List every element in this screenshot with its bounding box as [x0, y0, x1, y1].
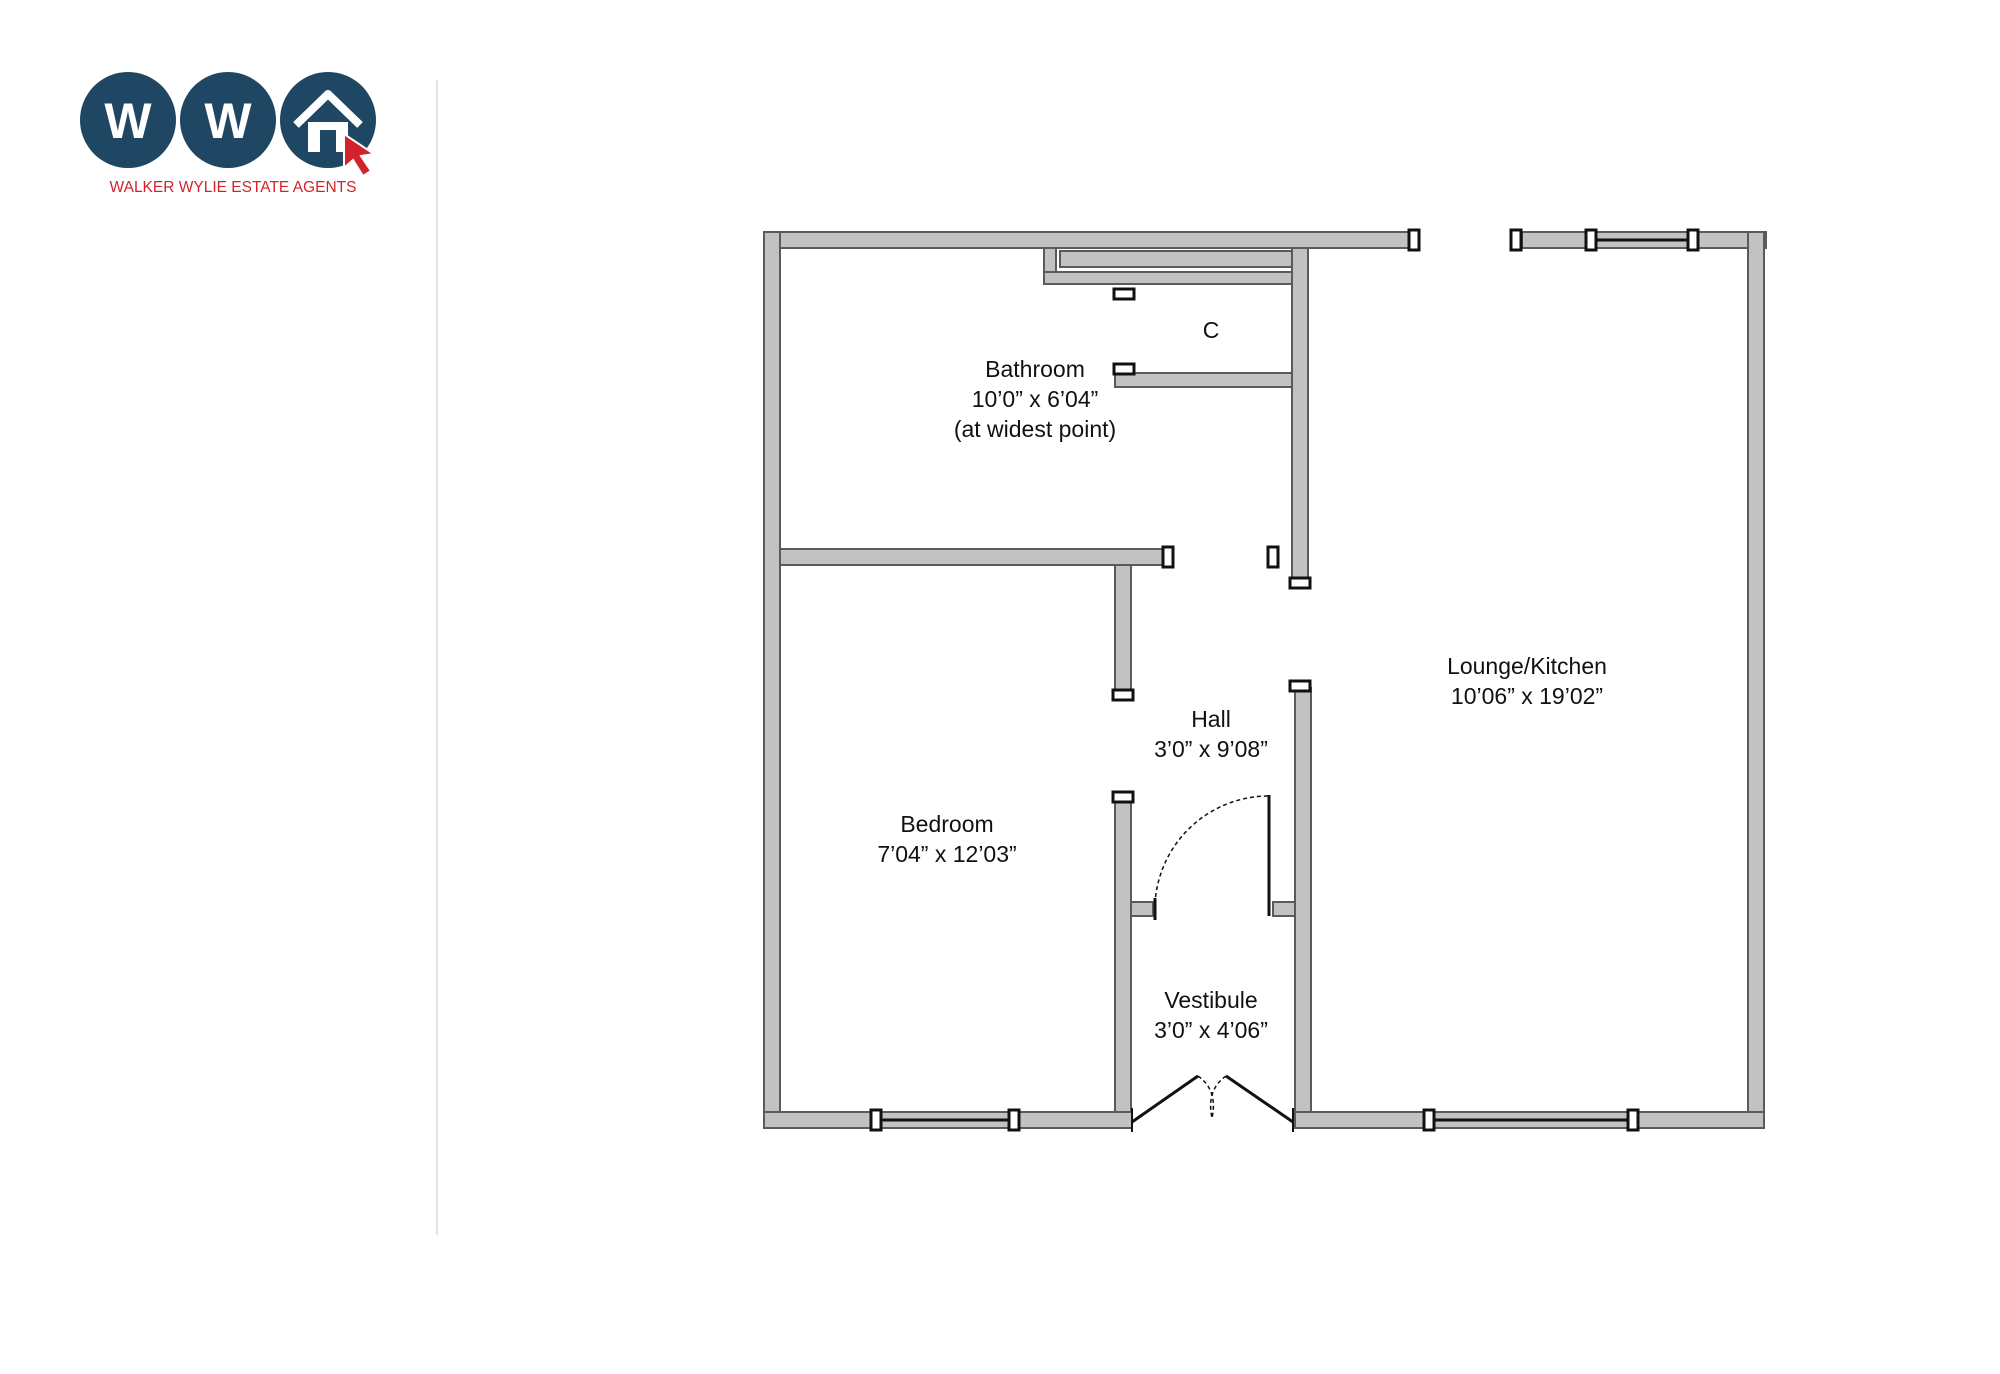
logo-circle-2 [180, 72, 276, 168]
vestibule-dims: 3’0” x 4’06” [1154, 1017, 1268, 1043]
internal-door [1153, 795, 1271, 920]
left-wall [763, 231, 781, 1129]
hall-lounge-wall [1294, 687, 1312, 1113]
lounge-name: Lounge/Kitchen [1447, 653, 1607, 679]
wall-markers [869, 228, 1700, 1132]
bath-cupboard-shelf [1043, 271, 1293, 285]
walls [763, 231, 1767, 1129]
entrance-door [1131, 1074, 1294, 1132]
cupboard-wall [1114, 372, 1293, 388]
hall-dims: 3’0” x 9’08” [1154, 736, 1268, 762]
vestibule-stub-right [1272, 901, 1296, 917]
hall-name: Hall [1191, 706, 1231, 732]
bath-cabinet [1059, 250, 1293, 268]
divider-line [436, 80, 438, 1235]
vestibule-stub-left [1130, 901, 1154, 917]
cursor-arrow-icon [343, 132, 377, 178]
company-logo: W W WALKER WYLIE ESTATE AGENTS [80, 72, 377, 196]
bedroom-hall-wall-lower [1114, 799, 1132, 1113]
house-icon [293, 90, 363, 152]
bedroom-hall-wall-upper [1114, 564, 1132, 696]
bathroom-dims: 10’0” x 6’04” [972, 386, 1099, 412]
logo-letter-1: W [104, 93, 152, 149]
lounge-dims: 10’06” x 19’02” [1451, 683, 1603, 709]
bathroom-name: Bathroom [985, 356, 1085, 382]
bedroom-name: Bedroom [900, 811, 993, 837]
bathroom-note: (at widest point) [954, 416, 1116, 442]
vestibule-name: Vestibule [1164, 987, 1257, 1013]
company-name: WALKER WYLIE ESTATE AGENTS [110, 179, 357, 196]
right-wall [1747, 231, 1765, 1129]
windows [881, 238, 1688, 1122]
hall-right-wall-upper [1291, 247, 1309, 579]
logo-circle-1 [80, 72, 176, 168]
room-labels: C Bathroom 10’0” x 6’04” (at widest poin… [877, 317, 1607, 1043]
bathroom-bedroom-wall [779, 548, 1171, 566]
cupboard-label: C [1203, 317, 1220, 343]
logo-letter-2: W [204, 93, 252, 149]
top-wall-left [763, 231, 1415, 249]
bedroom-dims: 7’04” x 12’03” [877, 841, 1016, 867]
